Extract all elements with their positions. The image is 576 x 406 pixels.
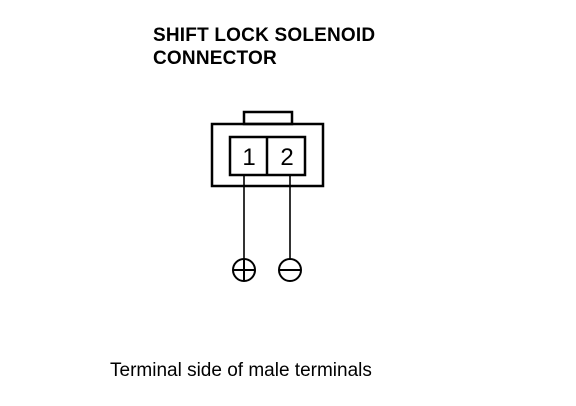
title-line-2: CONNECTOR [153,48,277,69]
diagram-title: SHIFT LOCK SOLENOID CONNECTOR [153,24,375,70]
terminal-1-label: 1 [242,144,255,171]
connector-outer-body [210,122,325,188]
connector-lock-tab [242,110,294,126]
terminal-2: 2 [278,144,302,282]
connector-housing [210,110,325,188]
title-line-1: SHIFT LOCK SOLENOID [153,25,376,46]
plus-in-circle-icon [232,258,256,282]
terminal-2-label: 2 [280,144,293,171]
terminal-1: 1 [232,144,256,282]
diagram-caption: Terminal side of male terminals [110,360,372,381]
minus-in-circle-icon [278,258,302,282]
